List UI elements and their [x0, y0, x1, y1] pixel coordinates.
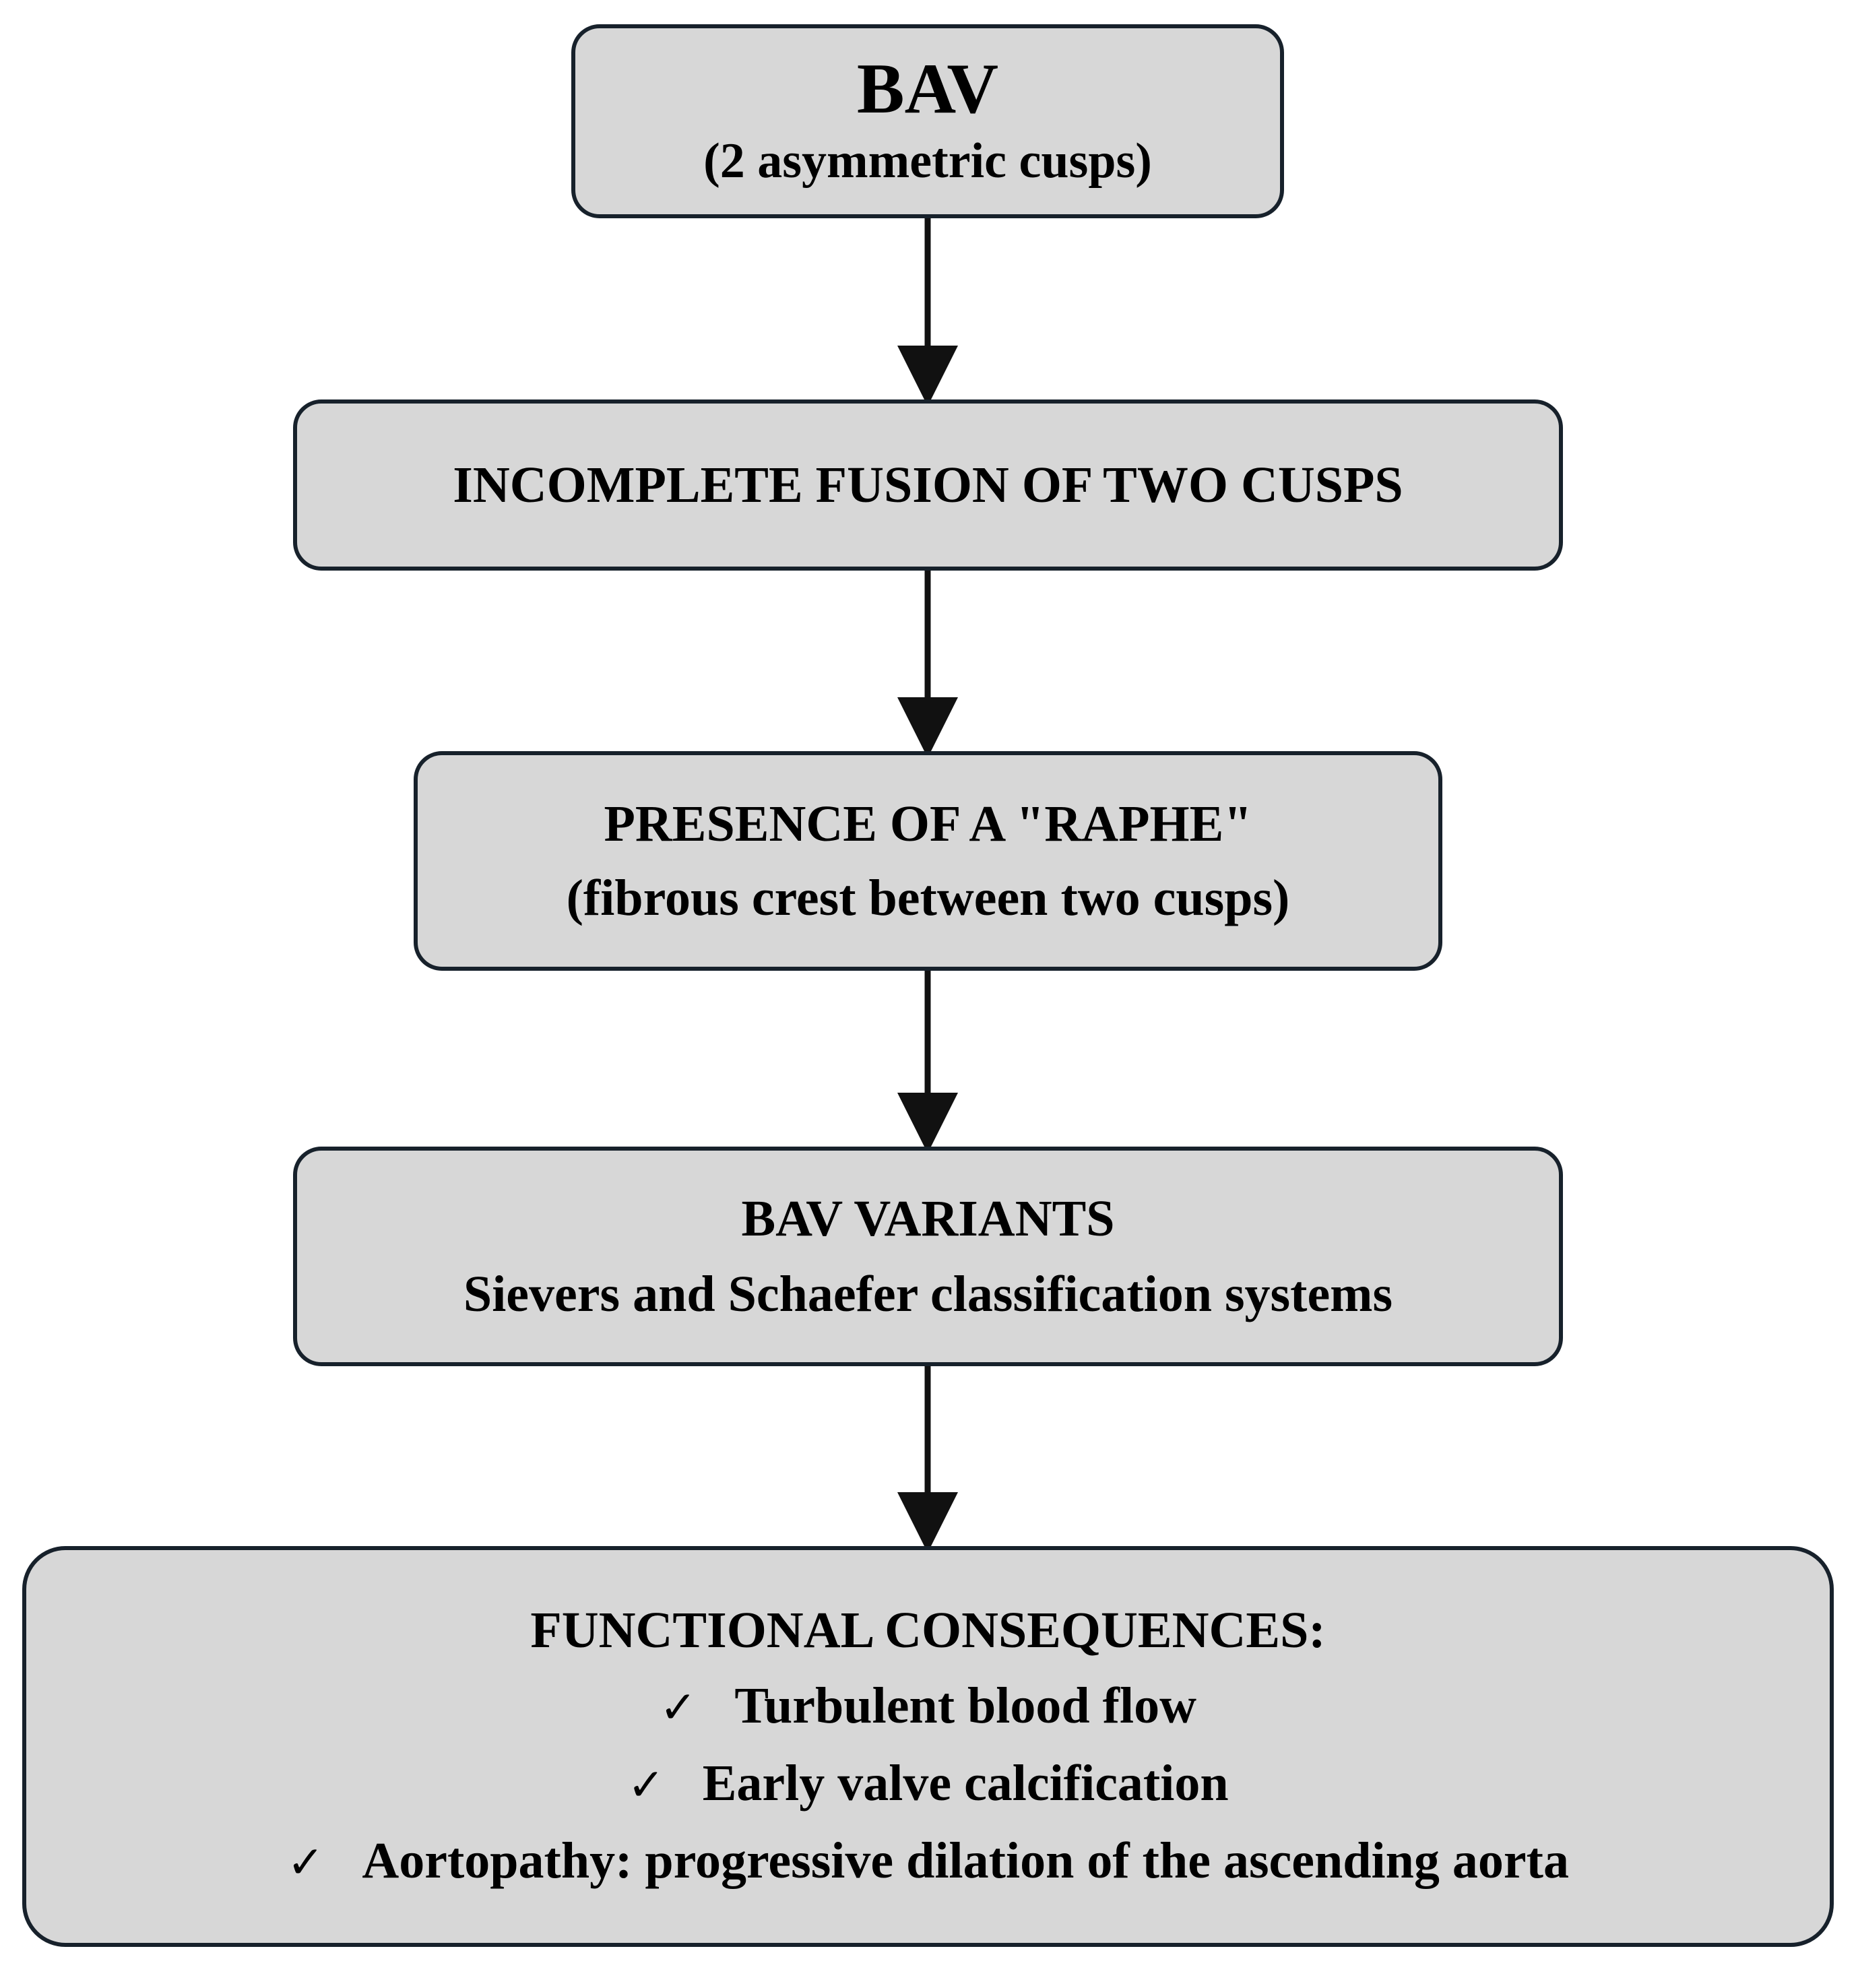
node-bav-variants-subtitle: Sievers and Schaefer classification syst…	[463, 1266, 1393, 1322]
check-icon: ✓	[660, 1681, 697, 1733]
consequence-item-text: Aortopathy: progressive dilation of the …	[362, 1832, 1569, 1889]
consequence-item: ✓ Early valve calcification	[627, 1745, 1228, 1823]
check-icon: ✓	[627, 1759, 665, 1811]
node-incomplete-fusion: INCOMPLETE FUSION OF TWO CUSPS	[293, 399, 1563, 571]
node-raphe-title: PRESENCE OF A "RAPHE"	[604, 796, 1252, 852]
consequence-item: ✓ Turbulent blood flow	[660, 1668, 1196, 1745]
check-icon: ✓	[287, 1836, 325, 1888]
node-functional-consequences: FUNCTIONAL CONSEQUENCES: ✓ Turbulent bloo…	[22, 1546, 1834, 1947]
node-incomplete-fusion-title: INCOMPLETE FUSION OF TWO CUSPS	[453, 457, 1403, 513]
node-raphe-subtitle: (fibrous crest between two cusps)	[566, 870, 1290, 926]
node-bav-variants: BAV VARIANTS Sievers and Schaefer classi…	[293, 1147, 1563, 1366]
node-functional-consequences-title: FUNCTIONAL CONSEQUENCES:	[530, 1602, 1326, 1659]
node-bav: BAV (2 asymmetric cusps)	[571, 24, 1284, 218]
node-raphe: PRESENCE OF A "RAPHE" (fibrous crest bet…	[414, 751, 1442, 971]
node-bav-title: BAV	[856, 49, 999, 128]
node-bav-variants-title: BAV VARIANTS	[741, 1190, 1115, 1247]
consequence-item-text: Early valve calcification	[702, 1755, 1229, 1811]
node-bav-subtitle: (2 asymmetric cusps)	[703, 133, 1152, 189]
consequence-item-text: Turbulent blood flow	[734, 1677, 1196, 1734]
consequence-item: ✓ Aortopathy: progressive dilation of the…	[287, 1823, 1569, 1900]
